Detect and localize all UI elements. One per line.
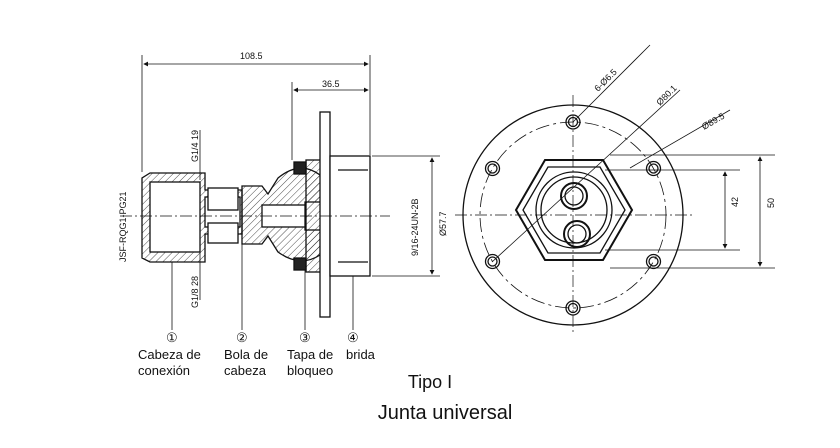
dim-hex-across-corners: 50 <box>766 198 776 208</box>
dim-hex-across-flats: 42 <box>730 197 740 207</box>
callout-label-1-line1: Cabeza de <box>138 347 201 362</box>
dim-flange-offset: 36.5 <box>322 79 340 89</box>
callout-number-2: ② <box>236 330 248 345</box>
dim-overall-length: 108.5 <box>240 51 263 61</box>
callout-number-4: ④ <box>347 330 359 345</box>
dim-model-code: JSF-RQG1-PG21 <box>118 191 128 262</box>
callout-label-2-line1: Bola de <box>224 347 268 362</box>
callout-number-1: ① <box>166 330 178 345</box>
connection-head <box>141 172 243 263</box>
callout-label-2-line2: cabeza <box>224 363 267 378</box>
dim-bolt-circle: Ø80.1 <box>654 83 678 107</box>
dim-thread-spec: 9/16-24UN-2B <box>410 198 420 256</box>
side-view <box>120 55 440 330</box>
bolt-holes <box>484 114 662 316</box>
callout-label-3-line2: bloqueo <box>287 363 333 378</box>
diagram-subtitle: Junta universal <box>377 402 513 424</box>
dim-outer-diameter: Ø57.7 <box>438 211 448 236</box>
callout-number-3: ③ <box>299 330 311 345</box>
front-view-leaders <box>491 44 775 269</box>
dim-thread-top: G1/4 19 <box>190 130 200 162</box>
callout-label-3-line1: Tapa de <box>287 347 333 362</box>
dim-thread-bottom: G1/8 28 <box>190 276 200 308</box>
dim-flange-diameter: Ø89.5 <box>700 111 726 132</box>
flange <box>319 111 371 318</box>
inner-ports <box>560 182 591 248</box>
callout-label-4: brida <box>346 347 376 362</box>
diagram-title: Tipo I <box>407 372 453 392</box>
callout-label-1-line2: conexión <box>138 363 190 378</box>
callout-leaders <box>171 244 354 330</box>
front-view <box>455 44 775 335</box>
dimension-lines <box>141 55 440 300</box>
